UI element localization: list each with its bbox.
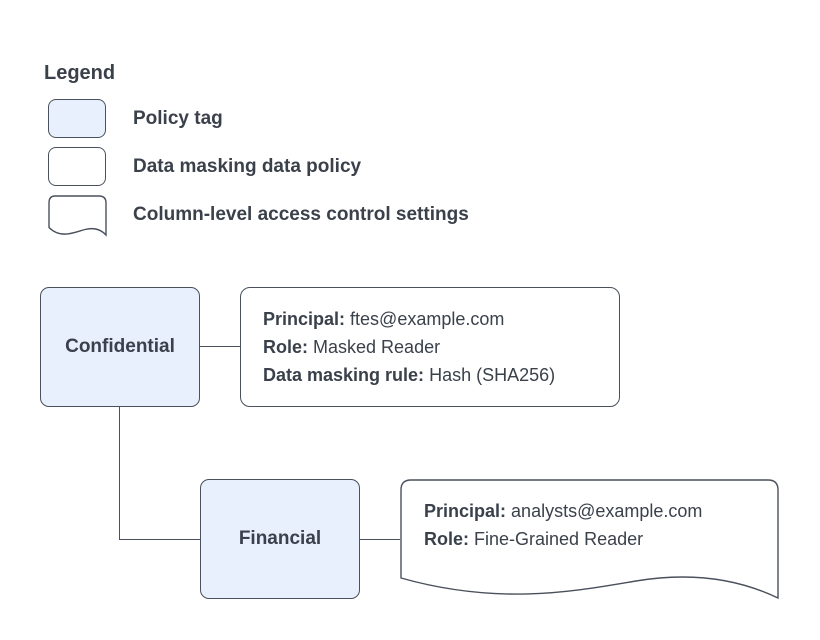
policy-tag-swatch-icon <box>48 99 106 138</box>
settings-role-label: Role: <box>424 529 469 549</box>
masking-role-value: Masked Reader <box>313 337 441 357</box>
data-policy-swatch-icon <box>48 147 106 186</box>
settings-principal-line: Principal: analysts@example.com <box>424 497 702 525</box>
document-swatch-icon <box>48 195 107 240</box>
connector-financial-to-settings <box>360 539 400 541</box>
masking-rule-value: Hash (SHA256) <box>429 365 556 385</box>
masking-role-label: Role: <box>263 337 308 357</box>
legend-title: Legend <box>44 62 116 84</box>
policy-tag-confidential-label: Confidential <box>65 336 175 357</box>
masking-rule-label: Data masking rule: <box>263 365 425 385</box>
legend-item-data-policy: Data masking data policy <box>133 156 362 177</box>
policy-tag-confidential: Confidential <box>40 287 200 407</box>
settings-principal-label: Principal: <box>424 501 507 521</box>
column-access-settings-text: Principal: analysts@example.com Role: Fi… <box>424 497 702 553</box>
policy-tag-financial-label: Financial <box>238 528 322 549</box>
connector-to-financial <box>119 539 200 541</box>
settings-role-line: Role: Fine-Grained Reader <box>424 525 702 553</box>
data-masking-policy-box: Principal: ftes@example.com Role: Masked… <box>240 287 620 407</box>
masking-principal-line: Principal: ftes@example.com <box>263 305 619 333</box>
policy-tag-financial: Financial <box>200 479 360 599</box>
settings-principal-value: analysts@example.com <box>511 501 703 521</box>
settings-role-value: Fine-Grained Reader <box>474 529 644 549</box>
connector-confidential-to-policy <box>200 346 240 348</box>
legend-item-column-access: Column-level access control settings <box>133 204 469 225</box>
column-access-settings-shape <box>400 479 779 602</box>
masking-rule-line: Data masking rule: Hash (SHA256) <box>263 361 619 389</box>
masking-principal-value: ftes@example.com <box>350 309 505 329</box>
masking-principal-label: Principal: <box>263 309 346 329</box>
connector-confidential-down <box>119 407 121 540</box>
masking-role-line: Role: Masked Reader <box>263 333 619 361</box>
legend-item-policy-tag: Policy tag <box>133 108 223 129</box>
